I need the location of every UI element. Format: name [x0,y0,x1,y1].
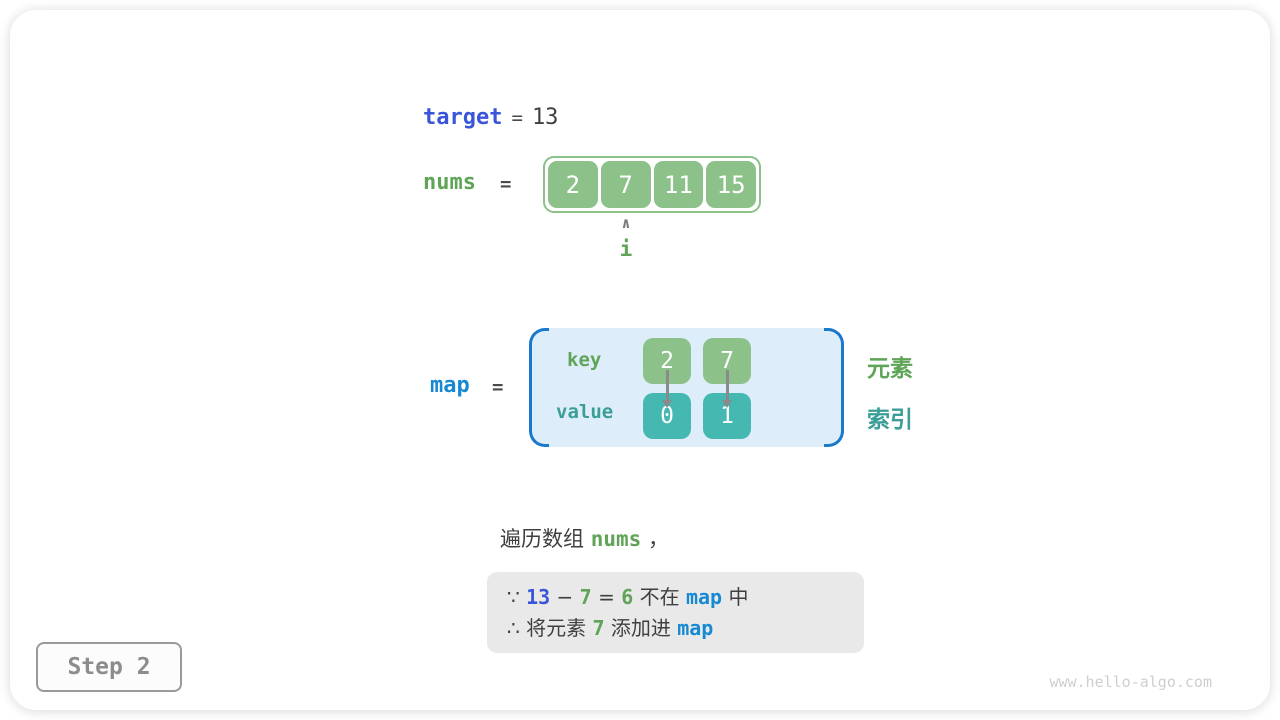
map-entry: 7 1 [703,338,751,439]
text-segment: nums [590,527,642,551]
map-entry: 2 0 [643,338,691,439]
target-value: 13 [531,105,559,130]
reasoning-note-box: ∵ 13 − 7 = 6 不在 map 中 ∴ 将元素 7 添加进 map [487,572,864,653]
text-segment: − [550,585,580,609]
map-value-row-label: value [556,401,614,423]
watermark: www.hello-algo.com [1049,673,1212,691]
loop-caption: 遍历数组 nums ， [500,523,669,553]
index-pointer-arrow-icon: ∧ [621,214,631,232]
equals-sign: = [492,376,504,398]
array-cell: 11 [653,161,704,208]
diagram-card: target = 13 nums = 2 7 11 15 ∧ i map = key… [10,10,1270,710]
target-variable-name: target [423,105,503,130]
key-to-value-arrow-icon [662,370,672,408]
map-variable-name: map [430,373,470,398]
equals-sign: = [511,107,523,129]
text-segment: 13 [526,585,551,609]
text-segment: 7 [592,616,605,640]
nums-variable-name: nums [423,170,476,195]
index-annotation: 索引 [867,407,913,433]
text-segment: 中 [722,585,749,609]
element-annotation: 元素 [867,356,913,382]
nums-array: 2 7 11 15 [543,156,761,213]
key-to-value-arrow-icon [722,370,732,408]
map-value-cell: 0 [643,393,691,439]
text-segment: 添加进 [604,616,678,640]
target-row: target = 13 [423,105,558,130]
array-cell: 7 [600,161,651,208]
note-line-therefore: ∴ 将元素 7 添加进 map [507,614,844,642]
map-key-row-label: key [567,349,602,371]
text-segment: 不在 [633,585,686,609]
array-cell: 2 [548,161,598,208]
text-segment: ∵ [507,585,527,609]
text-segment: 6 [621,585,634,609]
text-segment: 遍历数组 [500,527,591,551]
text-segment: ， [641,527,669,551]
step-badge: Step 2 [36,642,182,692]
text-segment: map [677,616,714,640]
array-cell: 15 [706,161,756,208]
text-segment: = [591,585,622,609]
note-line-because: ∵ 13 − 7 = 6 不在 map 中 [507,583,844,611]
text-segment: ∴ 将元素 [507,616,593,640]
index-pointer-label: i [619,237,633,261]
text-segment: map [685,585,723,609]
equals-sign: = [500,173,512,195]
text-segment: 7 [579,585,592,609]
